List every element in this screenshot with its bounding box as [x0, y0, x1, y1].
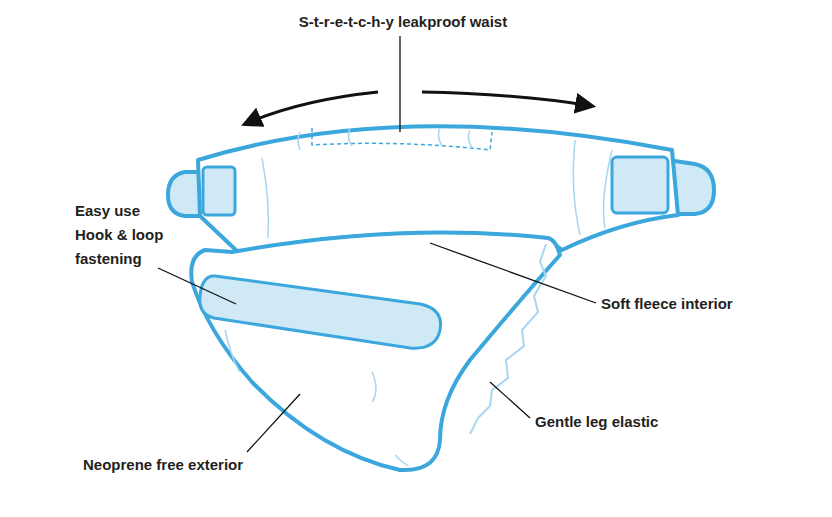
leg-elastic: [470, 244, 546, 434]
front-panel: [191, 232, 560, 470]
tab-patch: [203, 167, 235, 215]
callout-label: Gentle leg elastic: [535, 410, 735, 434]
callout-label: Easy use Hook & loop fastening: [75, 199, 171, 271]
stretch-arrow: [422, 92, 592, 106]
leader-lines: [158, 36, 596, 452]
hook-patch: [200, 276, 441, 348]
tab-patch: [612, 157, 668, 213]
waist-pocket: [312, 128, 492, 150]
fold-lines: [225, 330, 408, 466]
callout-label: Neoprene free exterior: [83, 453, 343, 477]
callout-label: Soft fleece interior: [601, 292, 801, 316]
fold-lines: [262, 128, 612, 238]
callout-label: S-t-r-e-t-c-h-y leakproof waist: [283, 10, 523, 34]
stretch-arrow: [245, 92, 378, 124]
